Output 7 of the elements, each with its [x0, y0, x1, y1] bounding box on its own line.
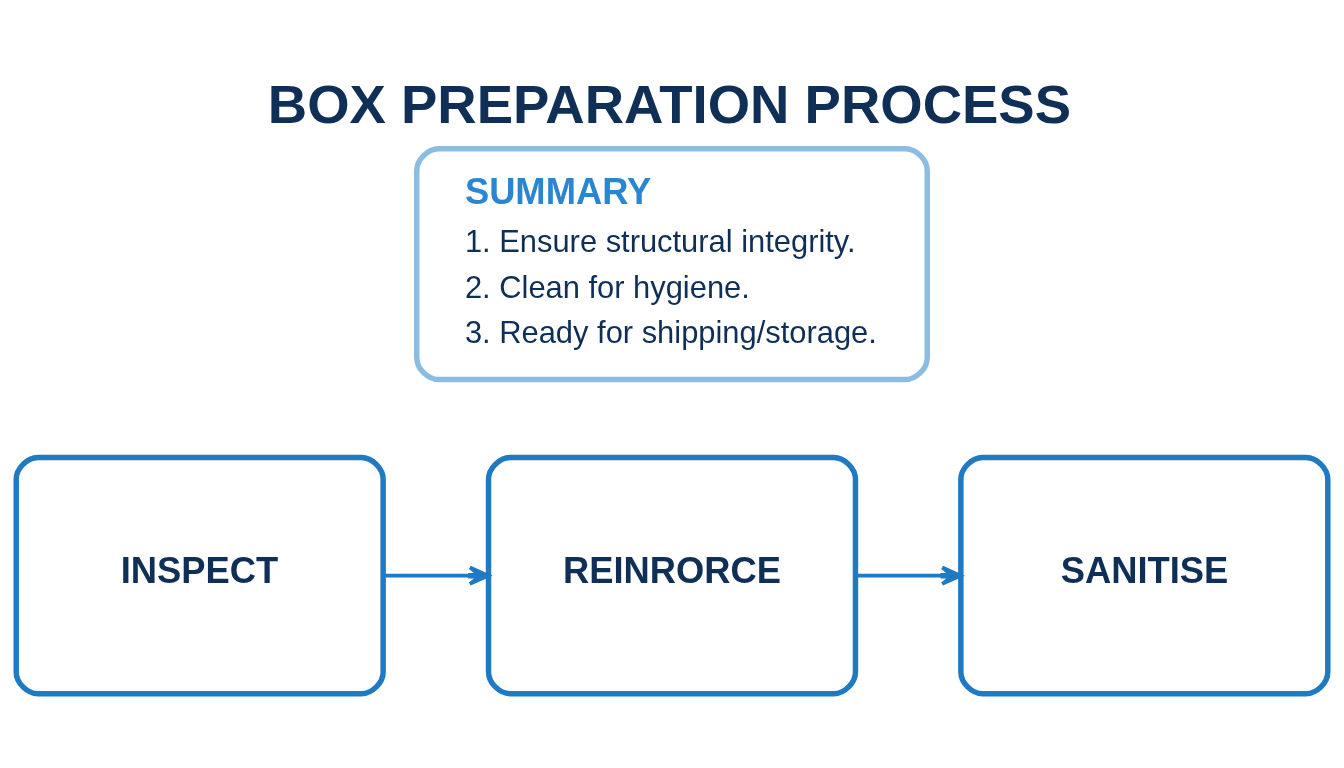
node-box: INSPECT [13, 454, 386, 697]
node-box: SANITISE [958, 454, 1331, 697]
arrow [855, 565, 963, 586]
diagram-title: BOX PREPARATION PROCESS [267, 74, 1072, 136]
arrow [383, 565, 490, 586]
node-box: REINRORCE [485, 454, 859, 697]
node-box: SUMMARY 1. Ensure structural integrity. 2. Clean for hygiene. 3. Ready for shipping/storage. [414, 146, 930, 383]
